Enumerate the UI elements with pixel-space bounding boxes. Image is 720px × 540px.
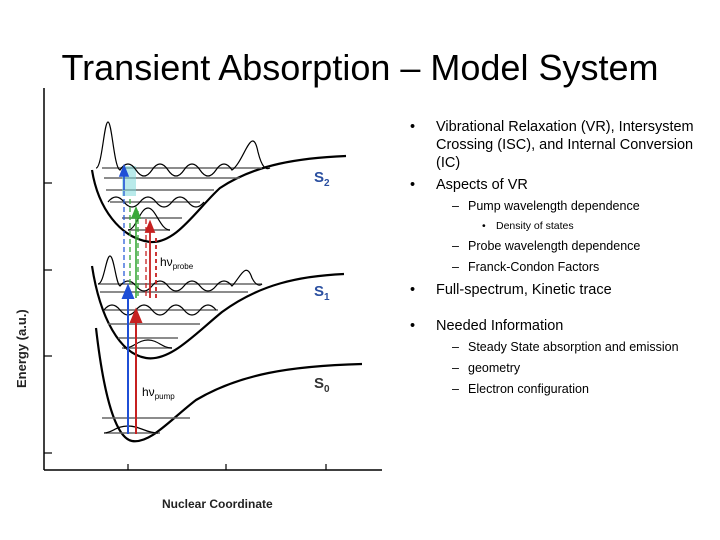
s2-wavefunction-low <box>127 207 171 231</box>
bullet-vr-isc-ic: Vibrational Relaxation (VR), Intersystem… <box>410 118 710 172</box>
y-axis-ticks <box>44 182 52 454</box>
s1-potential-curve <box>90 265 345 360</box>
energy-diagram-svg: Energy (a.u.) Nuclear Coordinate <box>14 88 382 511</box>
slide-title: Transient Absorption – Model System <box>61 47 659 88</box>
s2-pump-arrow-blue <box>118 163 130 190</box>
bullet-list: Vibrational Relaxation (VR), Intersystem… <box>410 118 710 402</box>
bullet-gap <box>410 303 710 317</box>
probe-photon-label: hνprobe <box>160 255 194 271</box>
s0-vibrational-levels <box>102 417 190 434</box>
sub-bullet-probe-wavelength: Probe wavelength dependence <box>410 238 710 254</box>
pump-arrow-blue <box>121 283 135 434</box>
s1-wavefunction-low <box>123 339 173 349</box>
sub-bullet-franck-condon: Franck-Condon Factors <box>410 259 710 275</box>
probe-arrows <box>144 219 157 298</box>
pump-arrow-red <box>129 307 143 434</box>
x-axis-ticks <box>127 464 327 470</box>
s1-vibrational-levels <box>98 283 262 349</box>
sub-bullet-steady-state: Steady State absorption and emission <box>410 339 710 355</box>
sub-bullet-geometry: geometry <box>410 360 710 376</box>
s0-potential-curve <box>94 327 363 443</box>
probe-arrow-green <box>130 205 142 298</box>
bullet-full-spectrum: Full-spectrum, Kinetic trace <box>410 281 710 299</box>
energy-diagram: Energy (a.u.) Nuclear Coordinate <box>0 88 400 540</box>
y-axis-label: Energy (a.u.) <box>14 309 29 388</box>
pump-photon-label: hνpump <box>142 385 175 401</box>
x-axis-label: Nuclear Coordinate <box>162 497 273 511</box>
sub-sub-bullet-density-of-states: Density of states <box>410 219 710 233</box>
sub-bullet-pump-wavelength: Pump wavelength dependence <box>410 198 710 214</box>
bullet-needed-information: Needed Information <box>410 317 710 335</box>
s1-state-label: S1 <box>314 283 330 303</box>
s0-wavefunction <box>103 425 159 434</box>
bullet-aspects-of-vr: Aspects of VR <box>410 176 710 194</box>
s2-potential-curve <box>90 154 347 244</box>
s2-wavefunction-high <box>95 121 271 177</box>
s1-wavefunction-high <box>97 255 263 292</box>
s1-wavefunction-mid <box>103 304 217 316</box>
sub-bullet-electron-configuration: Electron configuration <box>410 381 710 397</box>
s0-state-label: S0 <box>314 375 330 395</box>
s2-state-label: S2 <box>314 169 330 189</box>
